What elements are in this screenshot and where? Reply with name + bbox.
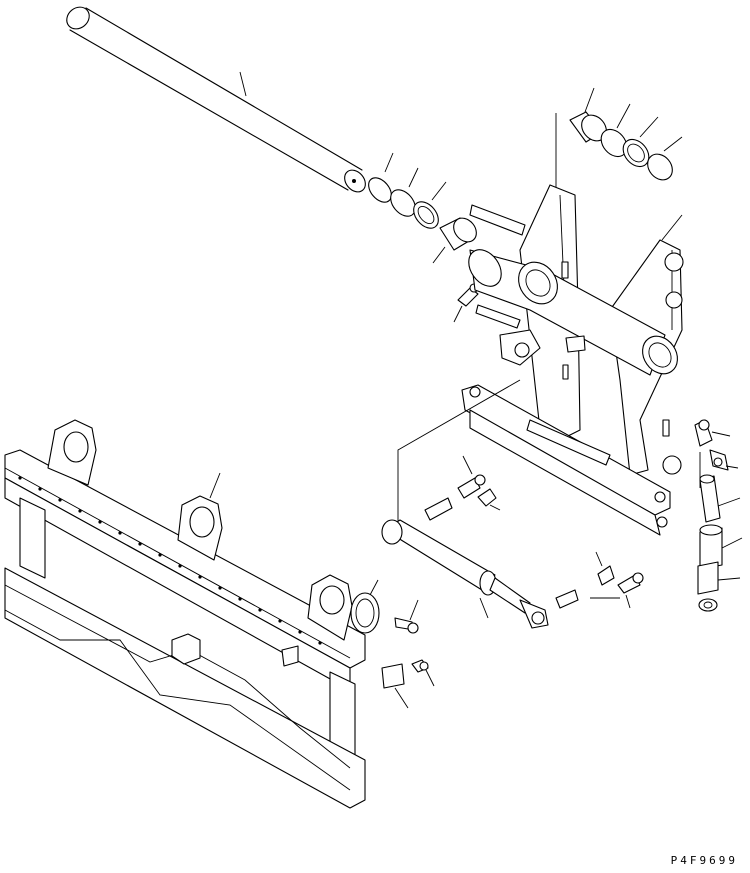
drawing-code: P4F9699 — [670, 854, 738, 867]
pin-tube — [66, 6, 366, 193]
bolt — [394, 599, 419, 634]
cover-plate — [350, 579, 380, 634]
connector — [555, 551, 644, 609]
hydraulic-cylinder — [381, 379, 549, 629]
fitting-stack — [694, 419, 739, 488]
pin-rings-left — [368, 152, 477, 264]
pin-rings-right — [569, 87, 683, 181]
grease-fitting — [453, 283, 479, 323]
lock-plate — [381, 659, 435, 709]
bar-holes — [18, 476, 322, 645]
frame-bracket — [461, 113, 684, 536]
elbow-fitting — [424, 455, 501, 521]
fork-carriage — [4, 419, 366, 809]
spacer — [699, 474, 743, 570]
washer — [697, 561, 741, 612]
